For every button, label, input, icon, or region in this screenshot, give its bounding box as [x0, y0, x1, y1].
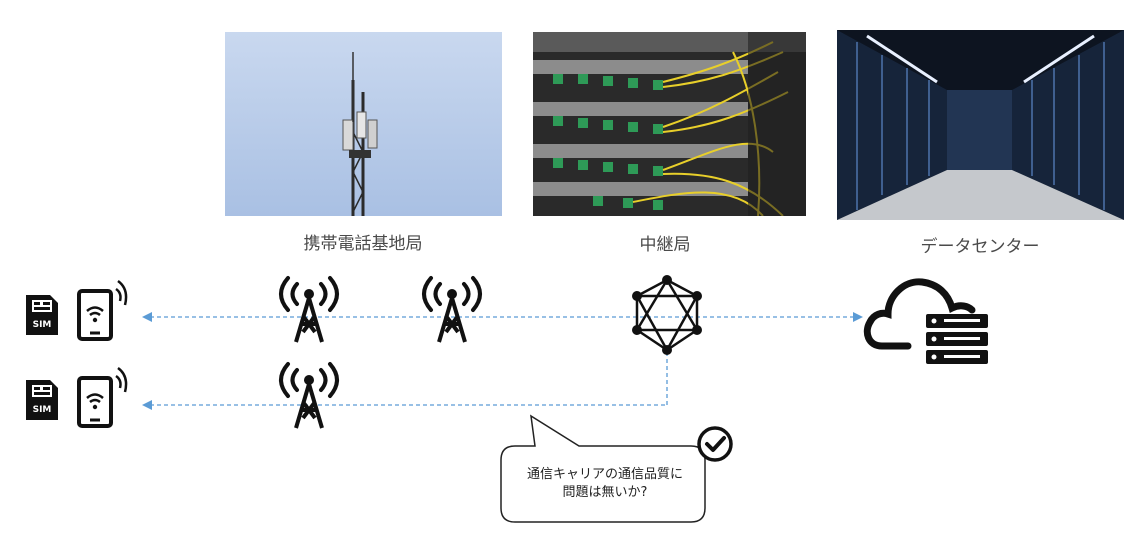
- sim-label: SIM: [33, 320, 52, 330]
- network-hub-icon: [624, 274, 710, 360]
- caption-base-station: 携帯電話基地局: [303, 234, 423, 254]
- sim-card-icon: SIM: [24, 378, 60, 422]
- sim-label: SIM: [33, 405, 52, 415]
- tablet-wifi-icon: [76, 277, 132, 343]
- callout-line-1: 通信キャリアの通信品質に: [526, 467, 683, 482]
- callout-text: 通信キャリアの通信品質に 問題は無いか?: [505, 466, 705, 502]
- cell-tower-photo: [225, 32, 502, 216]
- sim-card-icon: SIM: [24, 293, 60, 337]
- callout-line-2: 問題は無いか?: [562, 485, 648, 500]
- cell-tower-icon: [272, 358, 346, 430]
- caption-datacenter: データセンター: [920, 237, 1040, 257]
- datacenter-photo: [837, 30, 1124, 220]
- tablet-wifi-icon: [76, 364, 132, 430]
- relay-rack-photo: [533, 32, 806, 216]
- cell-tower-icon: [415, 272, 489, 344]
- check-circle-icon: [696, 425, 734, 463]
- cell-tower-icon: [272, 272, 346, 344]
- cloud-server-icon: [860, 270, 992, 368]
- caption-relay: 中継局: [639, 235, 691, 255]
